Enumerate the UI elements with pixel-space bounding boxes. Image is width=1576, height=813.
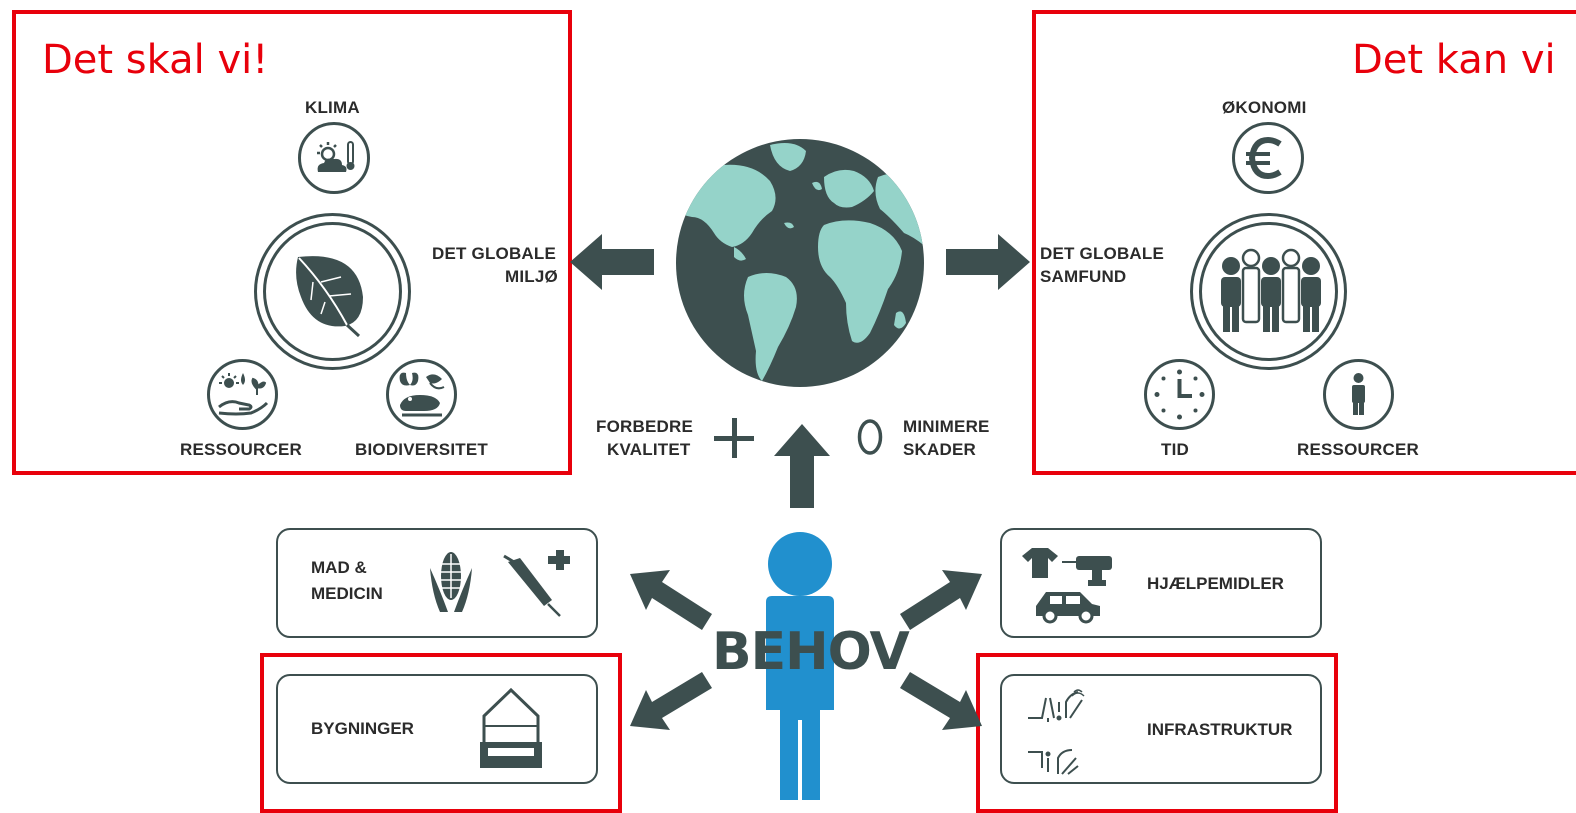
left-item-resources-label: RESSOURCER (180, 440, 302, 459)
right-item-economy-label: ØKONOMI (1222, 98, 1307, 117)
left-item-biodiversity-label: BIODIVERSITET (355, 440, 488, 459)
road-signs-icon (1028, 689, 1085, 775)
arrow-upper-right-icon (900, 570, 982, 630)
arrow-left-icon (570, 234, 654, 290)
corn-icon (430, 552, 472, 612)
drill-icon (1062, 556, 1112, 586)
arrow-upper-left-icon (630, 570, 712, 630)
right-title-line1: DET GLOBALE (1040, 244, 1165, 263)
biodiversity-icon (386, 359, 457, 430)
resources-icon (207, 359, 278, 430)
buildings-box: BYGNINGER (276, 674, 598, 784)
needs-label: BEHOV (712, 622, 910, 682)
right-headline: Det kan vi (1352, 37, 1556, 83)
euro-icon (1232, 122, 1304, 194)
improve-quality-line2: KVALITET (607, 440, 691, 459)
leaf-icon (263, 222, 402, 361)
clock-icon (1144, 359, 1215, 430)
globe-icon (676, 139, 924, 387)
person-icon (1323, 359, 1394, 430)
arrow-up-icon (774, 424, 830, 508)
house-icon (480, 687, 542, 768)
aids-label: HJÆLPEMIDLER (1147, 574, 1284, 593)
arrow-right-icon (946, 234, 1030, 290)
left-panel-frame (12, 10, 572, 475)
minimize-damage-line1: MINIMERE (903, 417, 990, 436)
left-title-line1: DET GLOBALE (432, 244, 557, 263)
left-title-line2: MILJØ (505, 267, 558, 286)
right-title-line2: SAMFUND (1040, 267, 1127, 286)
minimize-damage-line2: SKADER (903, 440, 976, 459)
buildings-label: BYGNINGER (311, 719, 414, 738)
food-medicine-box: MAD & MEDICIN (276, 528, 598, 638)
food-medicine-line2: MEDICIN (311, 584, 383, 603)
right-panel-frame (1032, 10, 1576, 475)
right-item-resources-label: RESSOURCER (1297, 440, 1419, 459)
aids-box: HJÆLPEMIDLER (1000, 528, 1322, 638)
zero-icon (857, 419, 883, 455)
car-icon (1036, 592, 1100, 624)
climate-icon (298, 122, 370, 194)
infrastructure-box: INFRASTRUKTUR (1000, 674, 1322, 784)
improve-quality-line1: FORBEDRE (596, 417, 693, 436)
needs-person-icon (766, 532, 834, 800)
left-item-climate-label: KLIMA (305, 98, 360, 117)
arrow-lower-right-icon (900, 672, 982, 730)
syringe-icon (503, 550, 570, 617)
food-medicine-line1: MAD & (311, 558, 367, 577)
right-item-time-label: TID (1161, 440, 1189, 459)
left-headline: Det skal vi! (42, 37, 269, 83)
arrow-lower-left-icon (630, 672, 712, 730)
plus-icon (714, 418, 754, 458)
infrastructure-label: INFRASTRUKTUR (1147, 720, 1293, 739)
tshirt-icon (1022, 548, 1058, 578)
people-icon (1199, 222, 1338, 361)
